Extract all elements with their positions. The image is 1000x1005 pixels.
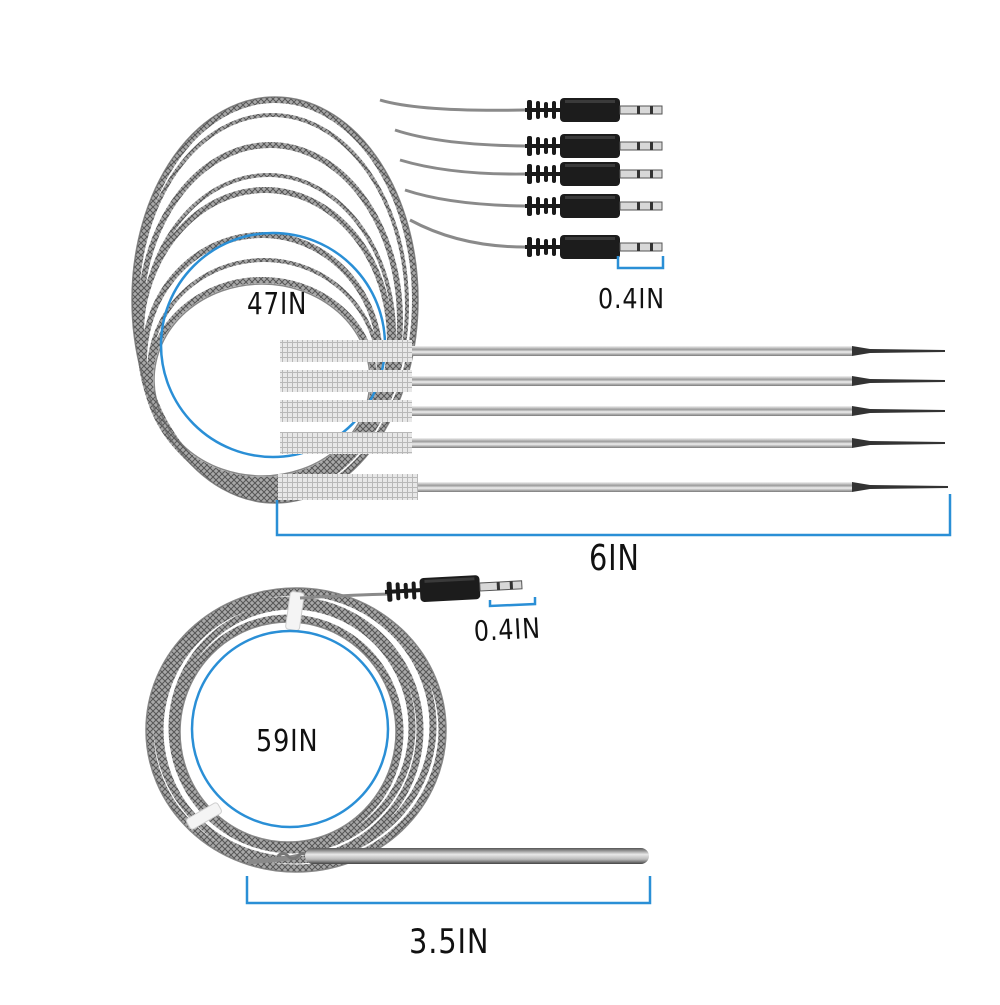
plug-dimension-bracket-top — [616, 256, 665, 270]
probe-length-label-top: 6IN — [589, 538, 640, 579]
plug-dimension-bracket-bottom — [488, 597, 537, 608]
probe-dimension-bracket-top — [275, 494, 952, 537]
needle-probes — [278, 340, 948, 500]
probe-dimension-bracket-bottom — [245, 876, 652, 905]
cable-dimension-circle-bottom — [190, 629, 390, 829]
cable-length-label-bottom: 59IN — [256, 724, 319, 759]
plug-tip-label-bottom: 0.4IN — [473, 611, 542, 648]
plug-tip-label-top: 0.4IN — [598, 282, 665, 315]
cable-length-label-top: 47IN — [247, 287, 308, 322]
probe-length-label-bottom: 3.5IN — [409, 922, 490, 962]
